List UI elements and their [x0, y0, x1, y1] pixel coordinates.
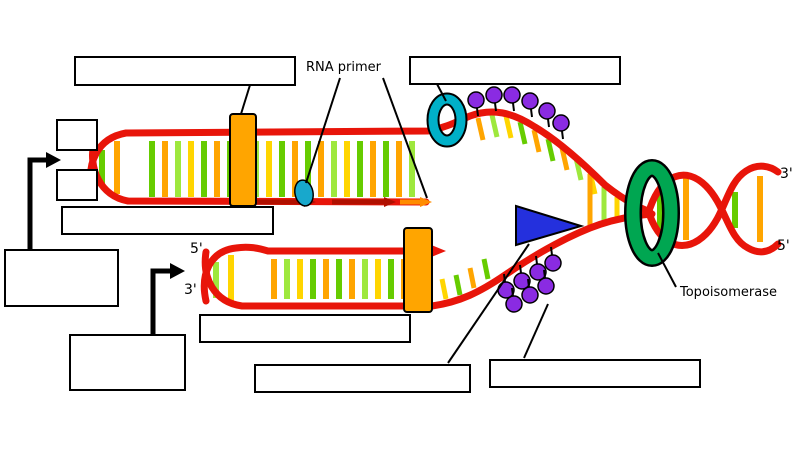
ssb-protein	[529, 263, 547, 281]
unpaired-base	[503, 115, 514, 139]
text-labels: RNA primer Topoisomerase 3' 5' 5' 3'	[184, 60, 793, 300]
left-5prime-label: 5'	[190, 241, 203, 257]
connectors	[27, 77, 677, 364]
ssb-protein	[537, 277, 555, 295]
answer-box-left-lower-small[interactable]	[56, 169, 98, 201]
connector-line	[447, 243, 530, 364]
connector-line	[523, 303, 549, 359]
ssb-protein	[544, 254, 562, 272]
answer-box-bottom-left[interactable]	[69, 334, 186, 391]
top-duplex-new-strand	[89, 138, 430, 206]
connector-line	[657, 252, 677, 288]
answer-box-left-upper-small[interactable]	[56, 119, 98, 151]
ssb-protein	[521, 92, 539, 110]
pointer-arrow-left	[27, 157, 46, 250]
connector-line	[240, 84, 251, 115]
answer-box-left-large[interactable]	[4, 249, 119, 307]
unpaired-base	[481, 258, 491, 280]
pointer-arrowhead-left	[46, 152, 61, 168]
ssb-protein	[467, 91, 485, 109]
unpaired-base	[439, 278, 449, 300]
topoisomerase-label: Topoisomerase	[679, 285, 777, 300]
answer-boxes	[4, 56, 701, 393]
ssb-protein	[503, 86, 521, 104]
helix-rungs	[99, 141, 763, 302]
connector-line	[305, 77, 341, 184]
rna-primer-label: RNA primer	[306, 60, 382, 75]
answer-box-under-top-duplex[interactable]	[61, 206, 274, 235]
sliding-clamp-ring	[426, 92, 468, 148]
ssb-protein	[552, 114, 570, 132]
bottom-duplex-bases	[271, 259, 407, 299]
fork-unpaired-bases	[439, 114, 620, 300]
left-3prime-label: 3'	[184, 282, 197, 298]
connector-line	[436, 83, 447, 102]
unpaired-base	[531, 129, 542, 153]
clamp-body	[428, 94, 466, 146]
pointer-arrowhead-bottom	[170, 263, 185, 279]
parental-top-strand	[87, 108, 654, 216]
ssb-protein	[521, 286, 539, 304]
unpaired-base	[559, 147, 570, 171]
helicase-triangle	[515, 204, 585, 247]
ssb-proteins	[467, 86, 570, 313]
enzymes	[229, 86, 680, 313]
answer-box-top-right[interactable]	[409, 56, 621, 85]
unpaired-base	[489, 114, 500, 138]
polymerase-enzyme-top	[229, 113, 257, 207]
primer-arrowhead	[420, 197, 432, 207]
unpaired-base	[453, 274, 463, 296]
unpaired-base	[475, 117, 486, 141]
topoisomerase-ring	[624, 159, 680, 267]
right-5prime-label: 5'	[777, 238, 790, 254]
answer-box-bottom-right[interactable]	[489, 359, 701, 388]
primase-blob	[294, 179, 314, 207]
ssb-protein	[538, 102, 556, 120]
polymerase-enzyme-bottom	[403, 227, 433, 313]
unpaired-base	[545, 138, 556, 162]
answer-box-top-left[interactable]	[74, 56, 296, 86]
primer-arrowhead	[384, 197, 396, 207]
ssb-protein	[485, 86, 503, 104]
pointer-arrow-bottom	[150, 268, 170, 335]
topo-body	[626, 161, 678, 265]
unpaired-base	[517, 121, 528, 145]
ssb-protein	[505, 295, 523, 313]
ssb-protein	[513, 272, 531, 290]
answer-box-under-bottom-duplex[interactable]	[199, 314, 411, 343]
answer-box-bottom-center[interactable]	[254, 364, 471, 393]
connector-line	[382, 77, 428, 199]
right-3prime-label: 3'	[780, 166, 793, 182]
unpaired-base	[467, 267, 477, 289]
top-duplex-bases	[149, 141, 415, 197]
